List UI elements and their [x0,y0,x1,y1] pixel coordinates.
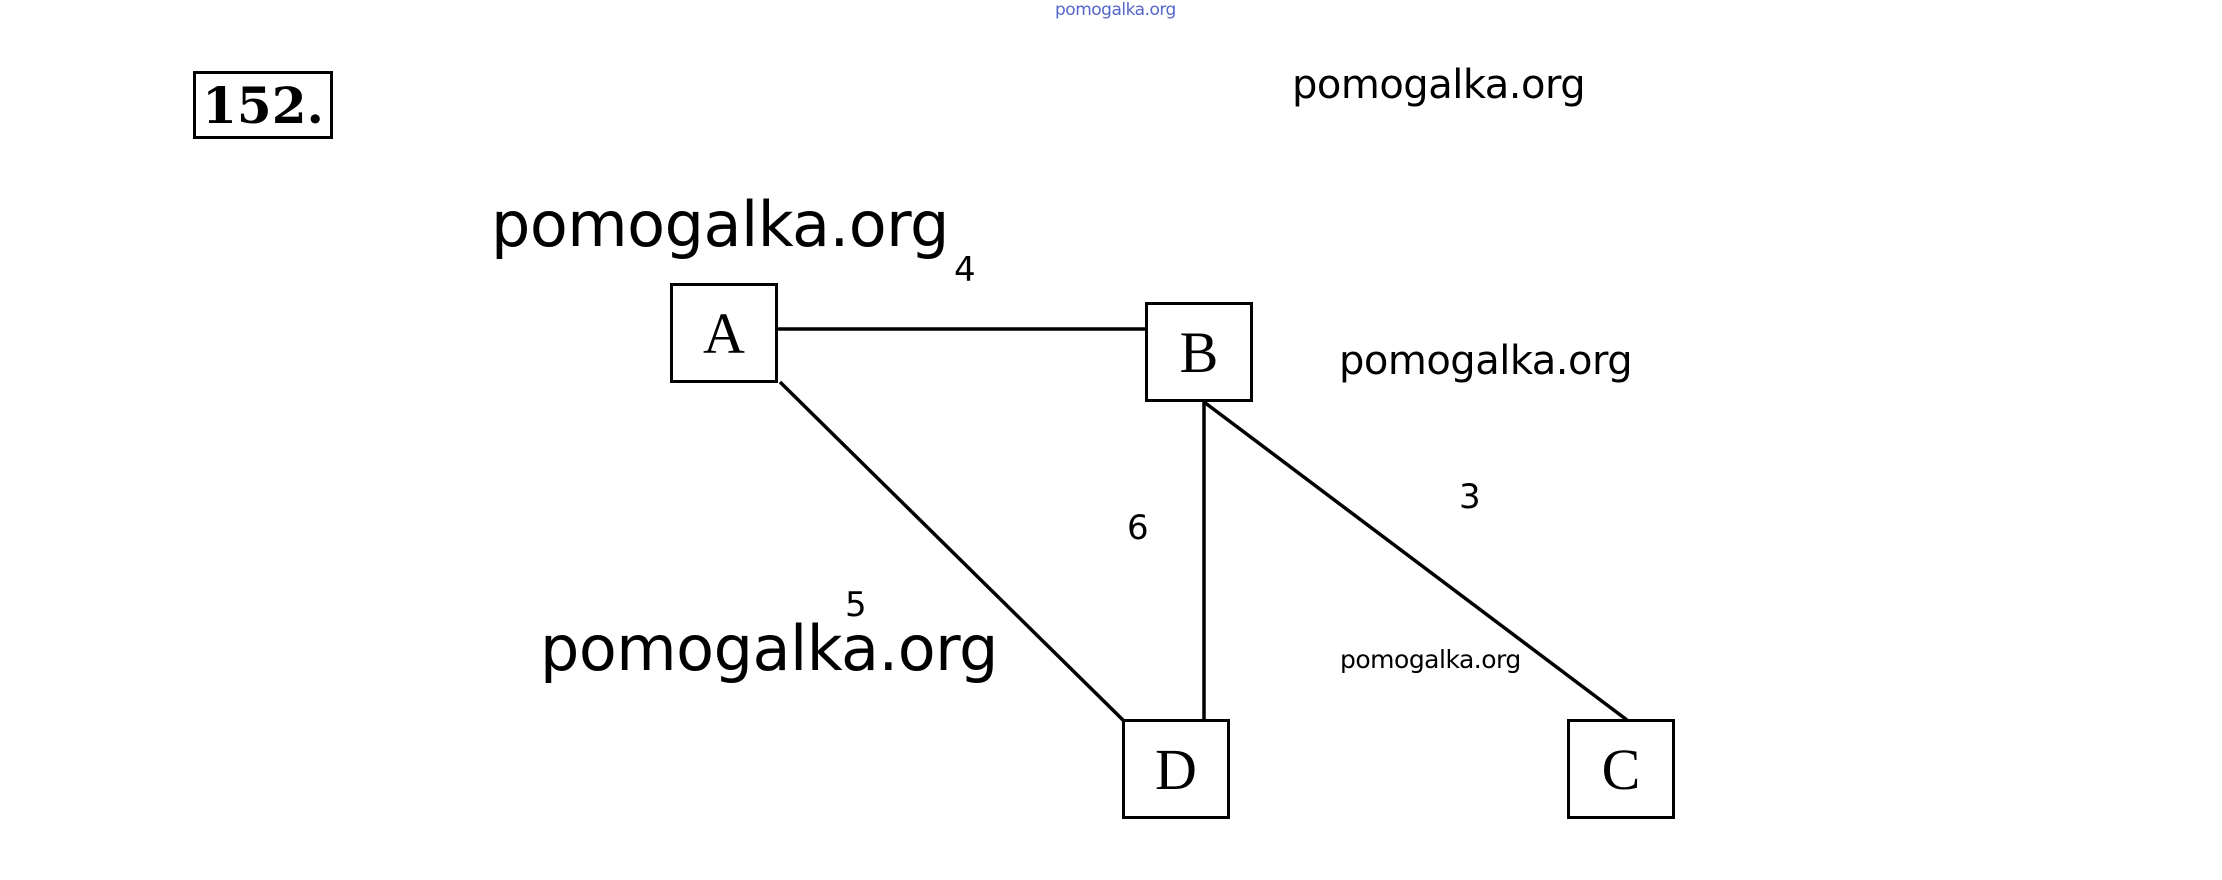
watermark-top-right: pomogalka.org [1292,62,1586,108]
node-d: D [1122,719,1230,819]
edge-label-b-c: 3 [1459,477,1481,517]
node-c: C [1567,719,1675,819]
watermark-large-upper: pomogalka.org [491,188,949,261]
watermark-top: pomogalka.org [1055,0,1176,20]
edge-b-c [1202,400,1629,722]
edge-label-a-b: 4 [954,250,976,290]
watermark-right: pomogalka.org [1339,338,1633,384]
node-b: B [1145,302,1253,402]
watermark-small: pomogalka.org [1340,645,1521,674]
edge-a-d [778,380,1127,724]
edge-label-a-d: 5 [845,585,867,625]
watermark-large-lower: pomogalka.org [540,612,998,685]
problem-number: 152. [193,71,333,139]
edge-label-b-d: 6 [1127,508,1149,548]
node-a: A [670,283,778,383]
